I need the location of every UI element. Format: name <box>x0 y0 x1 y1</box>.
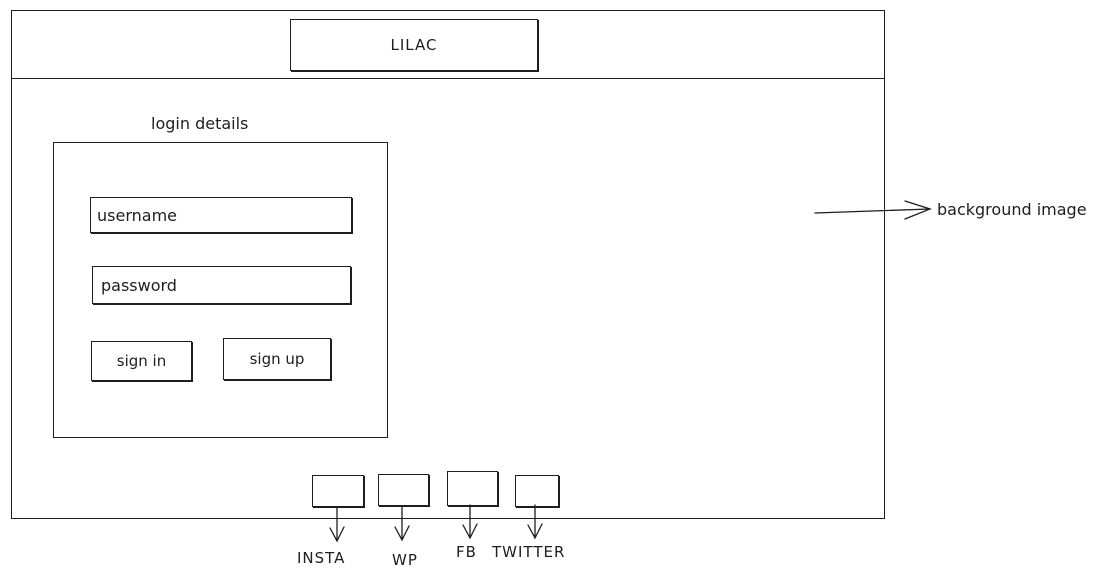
background-image-note: background image <box>937 200 1087 219</box>
background-arrow-head <box>904 200 932 220</box>
insta-icon[interactable] <box>312 475 364 507</box>
twitter-icon[interactable] <box>515 475 559 507</box>
site-title-box: LILAC <box>290 19 538 71</box>
sign-in-label: sign in <box>116 352 167 370</box>
fb-label: FB <box>456 543 477 561</box>
sign-in-button[interactable]: sign in <box>91 341 192 381</box>
sign-up-label: sign up <box>249 350 305 368</box>
site-title: LILAC <box>390 36 438 54</box>
twitter-label: TWITTER <box>492 543 566 561</box>
wp-arrow <box>394 506 410 542</box>
wp-label: WP <box>392 551 418 569</box>
login-caption: login details <box>151 114 249 133</box>
page-frame <box>11 10 885 519</box>
insta-arrow <box>329 506 345 543</box>
username-placeholder: username <box>97 205 177 225</box>
fb-arrow <box>462 504 478 540</box>
password-input[interactable]: password <box>92 266 351 304</box>
password-placeholder: password <box>101 275 177 295</box>
username-input[interactable]: username <box>90 197 352 233</box>
twitter-arrow <box>527 504 543 540</box>
login-panel <box>53 142 388 438</box>
fb-icon[interactable] <box>447 471 498 506</box>
wp-icon[interactable] <box>378 474 429 506</box>
sign-up-button[interactable]: sign up <box>223 338 331 380</box>
background-arrow-line <box>814 208 931 214</box>
insta-label: INSTA <box>297 549 346 567</box>
header-divider <box>11 78 885 79</box>
